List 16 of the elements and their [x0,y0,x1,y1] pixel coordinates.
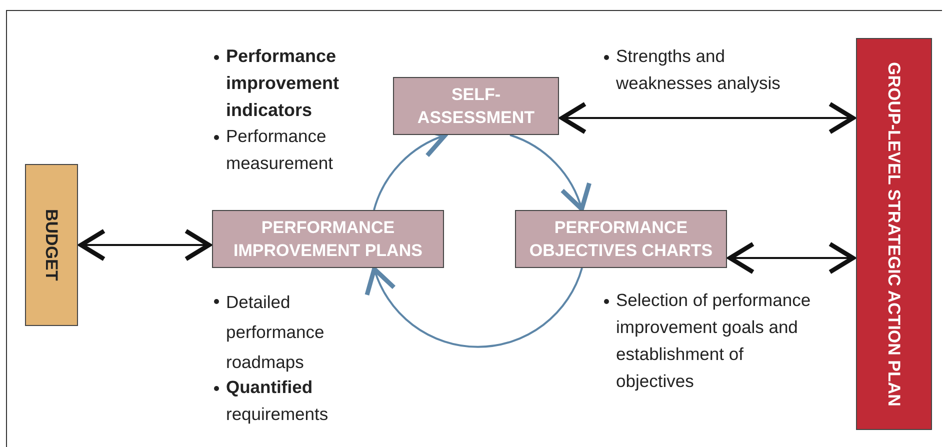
double-chevron-arrow [560,102,856,134]
double-chevron-arrow [78,228,212,262]
cycle-arrow [510,134,590,212]
cycle-arrow [366,266,583,348]
bullet-text: Strengths and weaknesses analysis [616,45,782,95]
plan-bar: GROUP-LEVEL STRATEGIC ACTION PLAN [856,38,932,430]
double-chevron-arrow [728,242,856,274]
bullet-text: Detailed performance roadmaps [226,291,326,374]
bullet-text: Performance measurement [226,125,334,175]
bullet-text: Quantified requirements [226,376,330,426]
budget-bar: BUDGET [25,164,78,326]
bullet-text: Selection of performance improvement goals and establishment of objectives [616,289,812,393]
process-box: SELF-ASSESSMENT [393,77,559,135]
process-box: PERFORMANCE OBJECTIVES CHARTS [515,210,727,268]
bullet-text: Performance improvement indicators [226,45,340,122]
process-box: PERFORMANCE IMPROVEMENT PLANS [212,210,444,268]
